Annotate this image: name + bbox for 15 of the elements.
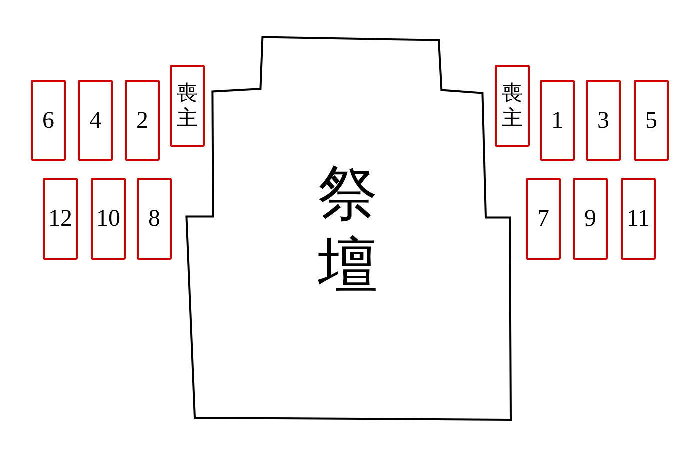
mourner-seat-box: 喪主 xyxy=(170,65,205,147)
seat-box: 6 xyxy=(31,80,66,161)
seat-box: 12 xyxy=(43,178,78,260)
mourner-seat-box: 喪主 xyxy=(495,65,530,147)
seat-box: 2 xyxy=(125,80,160,161)
seat-box: 7 xyxy=(526,178,561,260)
seat-box: 4 xyxy=(78,80,113,161)
seat-box: 11 xyxy=(621,178,656,260)
seat-box: 3 xyxy=(586,80,621,161)
seat-box: 5 xyxy=(634,80,669,161)
seat-box: 10 xyxy=(91,178,126,260)
seat-box: 1 xyxy=(540,80,575,161)
seat-box: 9 xyxy=(573,178,608,260)
altar-label: 祭壇 xyxy=(317,160,379,301)
seat-box: 8 xyxy=(137,178,172,260)
